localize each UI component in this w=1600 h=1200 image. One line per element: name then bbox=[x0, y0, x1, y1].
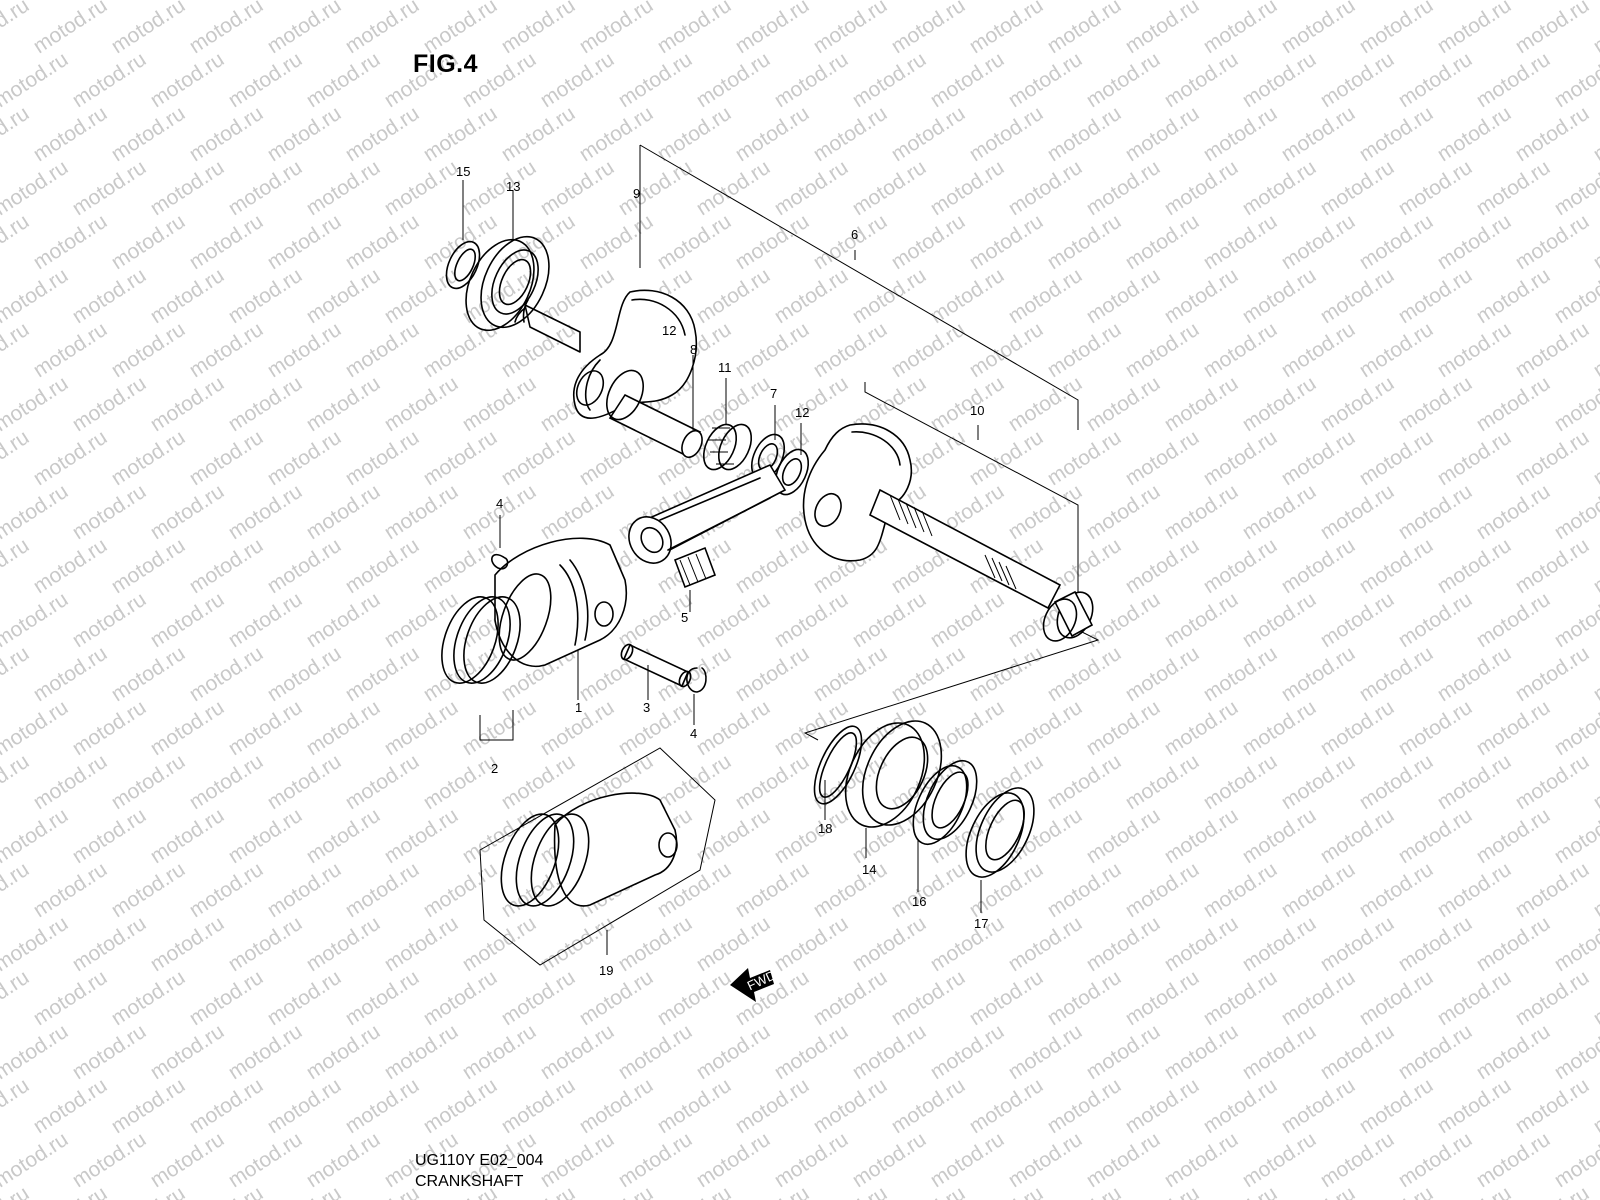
bearing-14 bbox=[844, 720, 943, 858]
piston-set-19 bbox=[479, 747, 716, 966]
callout-7: 7 bbox=[770, 386, 777, 401]
piston-pin-3 bbox=[620, 643, 692, 700]
piston-1 bbox=[494, 537, 627, 700]
oil-seal-17 bbox=[965, 787, 1035, 913]
crankshaft-right-10 bbox=[802, 423, 1094, 642]
callout-14: 14 bbox=[862, 862, 876, 877]
bearing-13 bbox=[465, 190, 550, 332]
spacer-16 bbox=[912, 760, 978, 892]
callout-4a: 4 bbox=[496, 496, 503, 511]
crankshaft-left-9 bbox=[514, 289, 697, 419]
callout-13: 13 bbox=[506, 179, 520, 194]
oil-seal-15 bbox=[445, 180, 481, 290]
callout-16: 16 bbox=[912, 894, 926, 909]
thrust-washers-7-12 bbox=[750, 405, 810, 496]
callout-19: 19 bbox=[599, 963, 613, 978]
forward-arrow-icon: FWD bbox=[730, 967, 778, 1002]
callout-3: 3 bbox=[643, 700, 650, 715]
callout-12b: 12 bbox=[795, 405, 809, 420]
crank-pin-8 bbox=[606, 355, 703, 459]
callout-6: 6 bbox=[851, 227, 858, 242]
callout-18: 18 bbox=[818, 821, 832, 836]
piston-rings-2 bbox=[441, 596, 521, 741]
forward-arrow-label: FWD bbox=[745, 967, 778, 993]
figure-title: FIG.4 bbox=[413, 50, 479, 78]
callout-17: 17 bbox=[974, 916, 988, 931]
callout-11: 11 bbox=[718, 360, 732, 375]
callout-10: 10 bbox=[970, 403, 984, 418]
connecting-rod bbox=[628, 463, 787, 564]
circlips-4 bbox=[491, 515, 707, 725]
shim-18 bbox=[813, 725, 863, 820]
needle-bearing-11 bbox=[702, 378, 753, 471]
assembly-bracket-lines bbox=[639, 144, 1100, 741]
callout-9: 9 bbox=[633, 186, 640, 201]
callout-15: 15 bbox=[456, 164, 470, 179]
callout-8: 8 bbox=[690, 342, 697, 357]
callout-1: 1 bbox=[575, 700, 582, 715]
small-end-bearing-5 bbox=[673, 546, 717, 612]
callout-labels: 15 13 9 6 12 8 11 7 12 10 4 5 1 3 4 2 18… bbox=[456, 164, 988, 978]
callout-12a: 12 bbox=[662, 323, 676, 338]
callout-2: 2 bbox=[491, 761, 498, 776]
diagram-caption: CRANKSHAFT bbox=[415, 1173, 524, 1190]
callout-4b: 4 bbox=[690, 726, 697, 741]
callout-5: 5 bbox=[681, 610, 688, 625]
diagram-code: UG110Y E02_004 bbox=[415, 1152, 544, 1169]
